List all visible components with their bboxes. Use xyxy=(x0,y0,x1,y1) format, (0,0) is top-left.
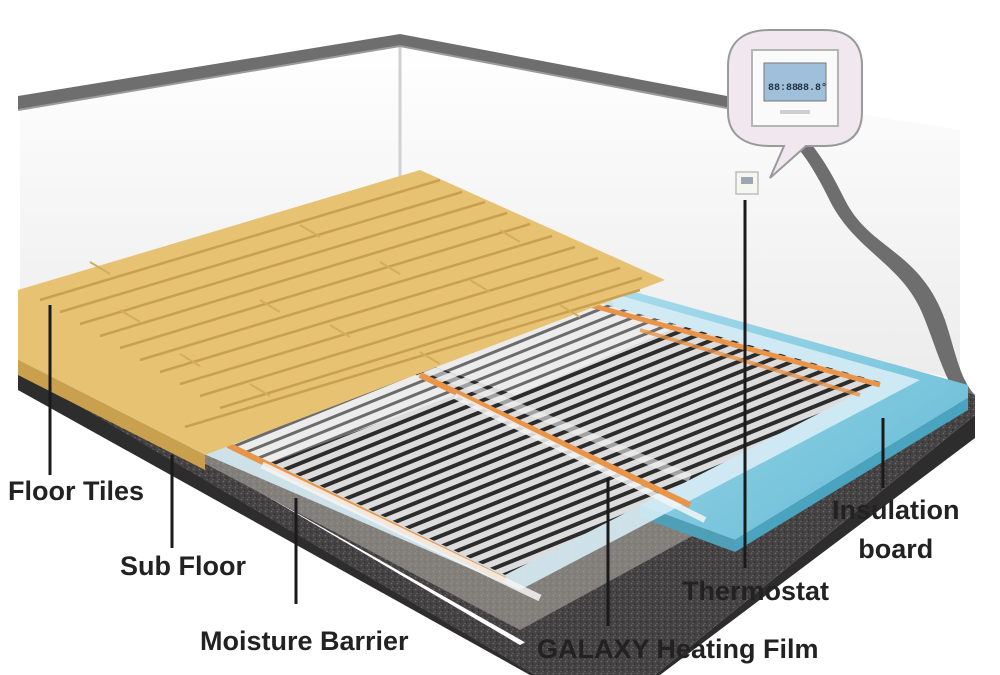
floor-tiles xyxy=(18,170,665,470)
label-thermostat: Thermostat xyxy=(682,576,830,606)
heating-film-panel-upper xyxy=(430,300,680,395)
wall-thermostat xyxy=(735,171,759,195)
heating-film-panel-upper xyxy=(225,372,455,465)
thermostat-callout: 88:88 88.8° xyxy=(727,29,863,179)
label-floor-tiles: Floor Tiles xyxy=(8,476,145,506)
thermostat-time-readout: 88:88 xyxy=(768,83,798,94)
label-moisture-barrier: Moisture Barrier xyxy=(200,626,409,656)
label-sub-floor: Sub Floor xyxy=(120,551,246,581)
thermostat-temp-readout: 88.8° xyxy=(797,82,827,94)
label-heating-film: GALAXY Heating Film xyxy=(537,634,819,664)
label-insulation-board: Insulation board xyxy=(832,491,960,569)
label-insulation-line1: Insulation xyxy=(832,495,960,525)
label-insulation-line2: board xyxy=(858,534,934,565)
heating-film xyxy=(225,300,881,602)
